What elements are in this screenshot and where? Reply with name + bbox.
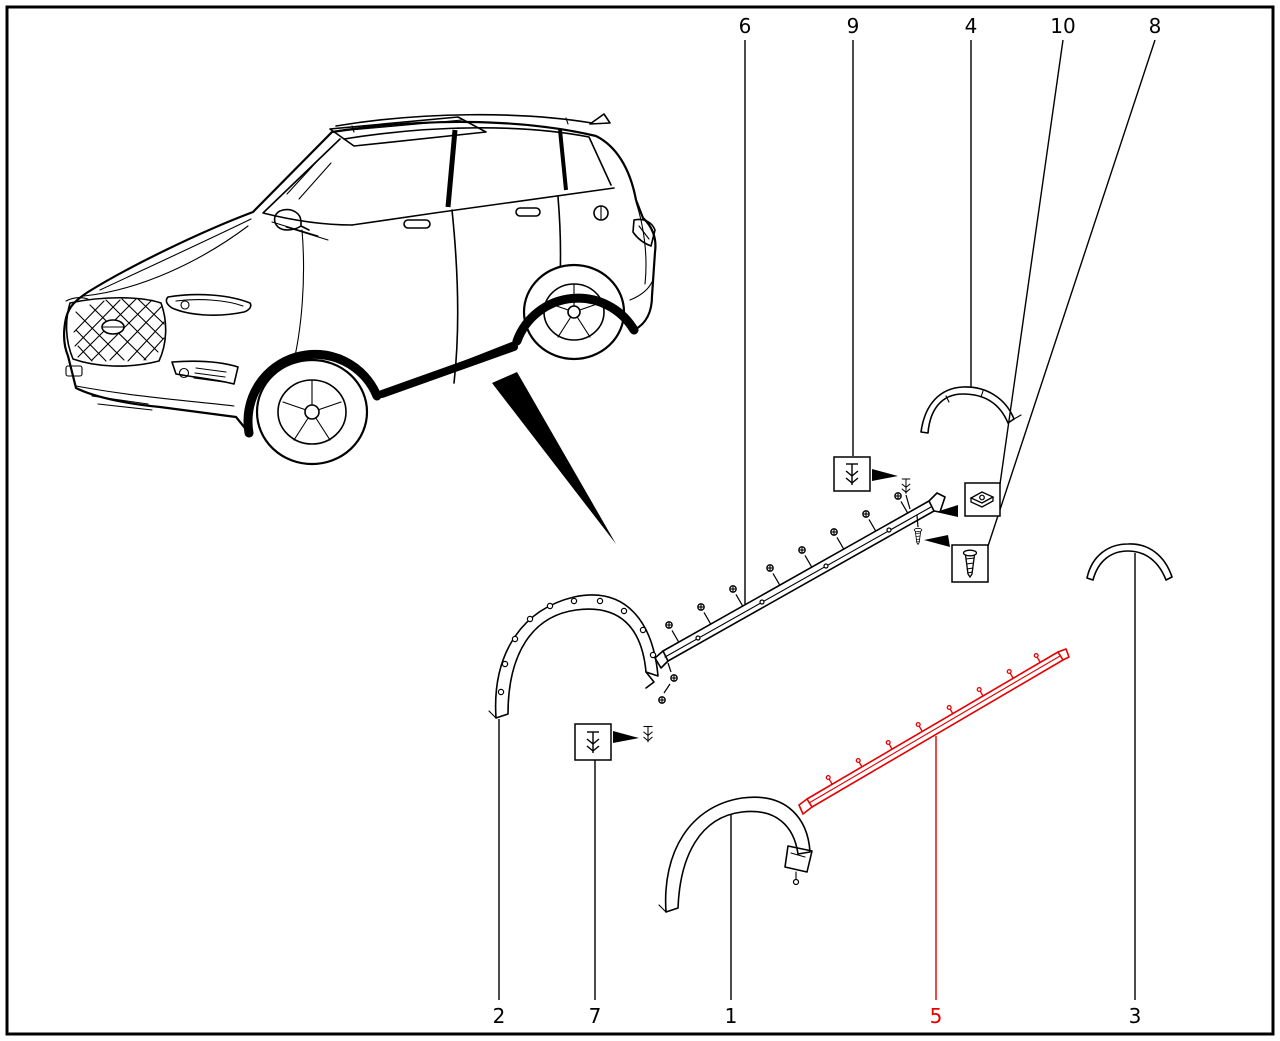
callout-label-8[interactable]: 8 xyxy=(1149,14,1162,38)
taillight xyxy=(632,218,656,247)
detail-arrow-8 xyxy=(924,535,950,547)
windshield-glare-lines xyxy=(286,156,332,200)
shark-fin-antenna xyxy=(589,113,611,125)
fastener-detail-box-8[interactable] xyxy=(951,544,989,583)
callout-label-6[interactable]: 6 xyxy=(739,14,752,38)
part-drawing-5-highlighted[interactable] xyxy=(798,648,1070,1000)
callout-label-4[interactable]: 4 xyxy=(965,14,978,38)
leader-line-8 xyxy=(987,39,1156,547)
glasshouse-outline xyxy=(343,127,612,186)
front-door-rear-edge xyxy=(451,209,459,384)
clip-icon xyxy=(885,739,893,750)
wiper-lines xyxy=(271,221,329,241)
clip-icon xyxy=(976,686,984,697)
lower-intake xyxy=(171,360,239,385)
vehicle-illustration xyxy=(62,113,657,466)
clip-icon xyxy=(1033,652,1041,663)
clip-icon xyxy=(915,721,923,732)
front-wheel-arch-trim xyxy=(243,349,382,438)
screw-icon xyxy=(799,547,812,567)
part-drawing-3[interactable] xyxy=(1086,543,1173,581)
clip-icon xyxy=(946,704,954,715)
callout-label-9[interactable]: 9 xyxy=(847,14,860,38)
front-wheel xyxy=(255,358,369,466)
part-drawing-4[interactable] xyxy=(920,386,1022,434)
detail-arrow-10 xyxy=(936,505,958,517)
sunroof-inner-line xyxy=(339,119,463,132)
rear-door-handle xyxy=(515,207,541,217)
grille-outline xyxy=(65,296,167,367)
screw-icon xyxy=(670,674,678,682)
leader-lines xyxy=(498,39,1156,1000)
headlight-inner-line xyxy=(175,299,244,307)
c-pillar-divider xyxy=(558,129,568,191)
fog-lamp xyxy=(178,367,190,379)
rocker-trim xyxy=(378,343,518,398)
fastener-detail-box-7[interactable] xyxy=(574,723,612,761)
clip-icon xyxy=(1006,668,1014,679)
screw-icon xyxy=(730,586,743,606)
tailgate-line xyxy=(635,201,647,285)
beltline xyxy=(351,187,615,226)
screw-icon xyxy=(767,565,780,585)
side-mirror xyxy=(273,208,310,231)
callout-label-5-highlighted[interactable]: 5 xyxy=(930,1004,943,1028)
rear-bumper-step xyxy=(629,281,653,301)
clip-icon xyxy=(855,757,863,768)
fastener-detail-box-10[interactable] xyxy=(964,482,1001,517)
hood-crease-line-2 xyxy=(83,225,249,297)
callout-label-3[interactable]: 3 xyxy=(1129,1004,1142,1028)
bumper-crease xyxy=(75,385,235,407)
screw-icon xyxy=(863,511,876,531)
screw-icon xyxy=(698,604,711,624)
callout-label-10[interactable]: 10 xyxy=(1050,14,1075,38)
fastener-detail-box-9[interactable] xyxy=(833,456,871,492)
screw-icon xyxy=(831,529,844,549)
windshield-pillar xyxy=(262,138,353,226)
detail-arrow-7 xyxy=(613,731,639,743)
detail-arrow-9 xyxy=(872,469,898,481)
clip-holes xyxy=(497,597,657,696)
leader-line-10 xyxy=(999,39,1064,485)
callout-label-2[interactable]: 2 xyxy=(493,1004,506,1028)
fog-lamp-slats xyxy=(193,367,227,383)
tow-hook-cover xyxy=(65,365,83,377)
left-headlight-edge xyxy=(65,297,89,302)
page-border xyxy=(5,5,1275,1036)
skid-plate-lines xyxy=(91,395,153,411)
screw-icon xyxy=(658,696,666,704)
part-drawing-1[interactable] xyxy=(658,796,813,913)
sill-screw-fasteners xyxy=(642,478,923,743)
callout-pointer-arrow xyxy=(492,372,616,544)
roof-rail xyxy=(335,113,593,127)
clip-icon xyxy=(825,774,833,785)
front-door-front-edge xyxy=(291,229,305,370)
screw-icon xyxy=(666,622,679,642)
callout-label-1[interactable]: 1 xyxy=(725,1004,738,1028)
hood-crease-line xyxy=(99,218,252,291)
headlight-projector xyxy=(180,300,190,310)
push-clip-icon xyxy=(642,725,654,743)
headlight xyxy=(165,293,252,316)
callout-label-7[interactable]: 7 xyxy=(589,1004,602,1028)
sunroof xyxy=(329,116,487,147)
part-drawing-2[interactable] xyxy=(488,594,659,719)
push-clip-icon xyxy=(901,478,911,495)
screw-icon xyxy=(913,527,923,545)
b-pillar xyxy=(445,129,458,208)
front-door-handle xyxy=(403,219,431,229)
rear-wheel-arch-trim xyxy=(512,293,639,346)
part-drawing-6[interactable] xyxy=(642,478,946,743)
